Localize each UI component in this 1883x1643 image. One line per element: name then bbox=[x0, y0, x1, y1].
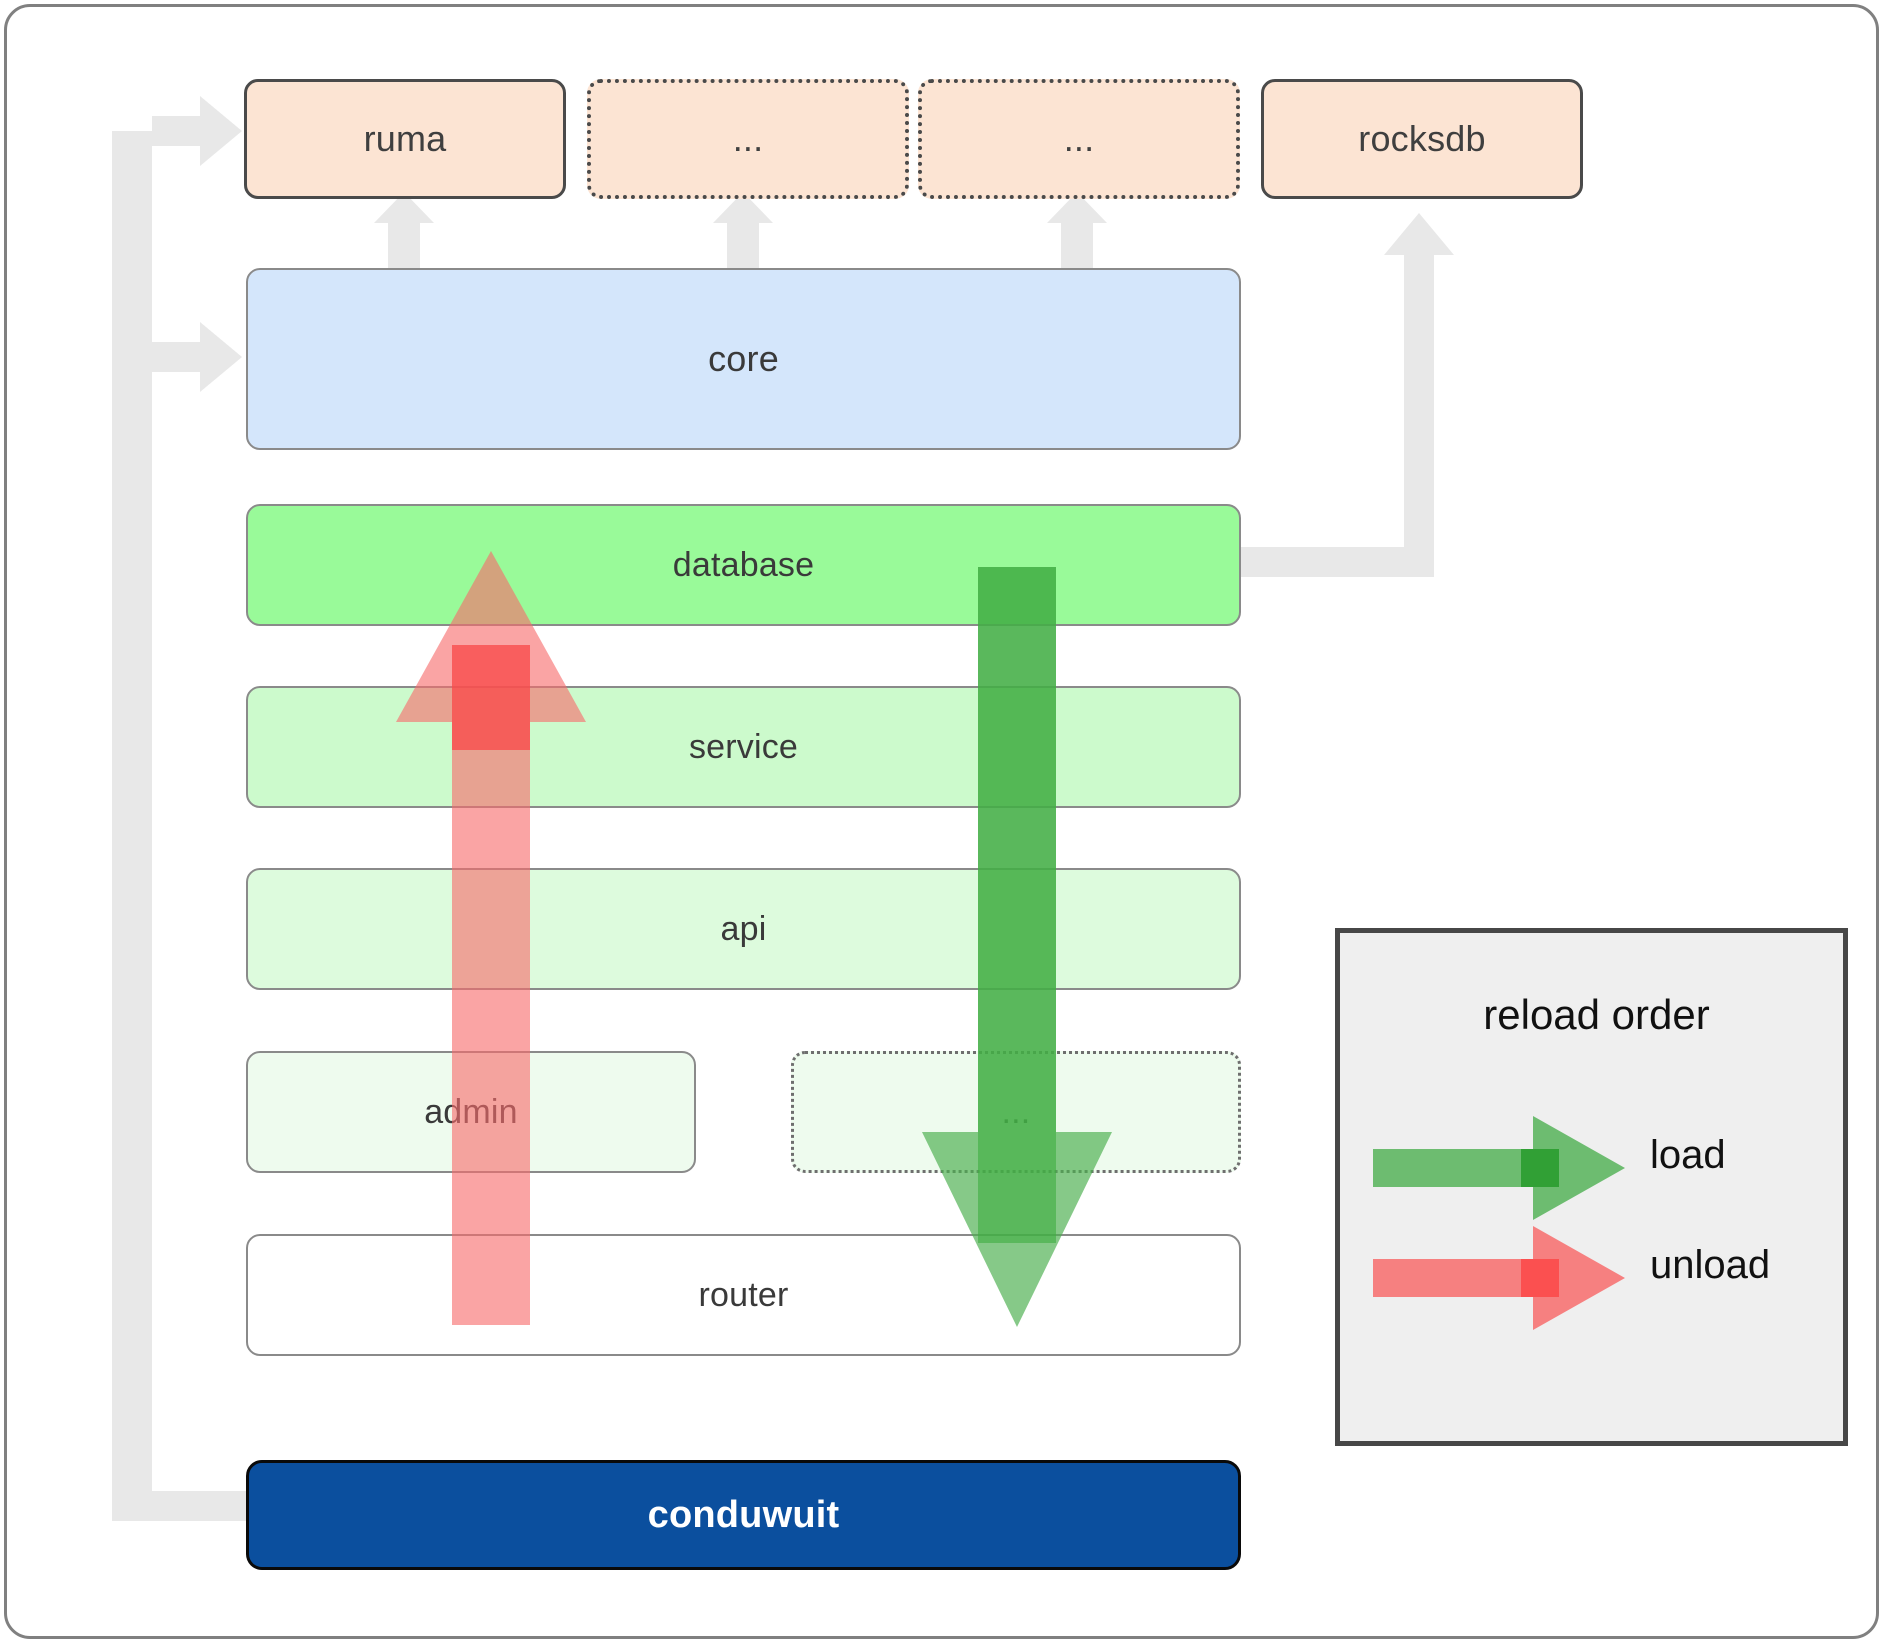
dependency-box-rocksdb[interactable]: rocksdb bbox=[1261, 79, 1583, 199]
layer-box-admin[interactable]: admin bbox=[246, 1051, 696, 1173]
dependency-label: ... bbox=[1063, 118, 1095, 159]
application-box-conduwuit[interactable]: conduwuit bbox=[246, 1460, 1241, 1570]
legend-row-unload: unload bbox=[1340, 1223, 1853, 1333]
layer-label: api bbox=[720, 909, 767, 948]
layer-label: service bbox=[688, 727, 799, 766]
layer-label: admin bbox=[424, 1092, 518, 1131]
application-label: conduwuit bbox=[647, 1493, 840, 1536]
layer-box-router[interactable]: router bbox=[246, 1234, 1241, 1356]
dependency-box-ellipsis-2[interactable]: ... bbox=[918, 79, 1240, 199]
layer-label: core bbox=[708, 338, 779, 379]
dependency-label: ruma bbox=[363, 118, 447, 159]
layer-box-database[interactable]: database bbox=[246, 504, 1241, 626]
unload-arrow-icon bbox=[1373, 1226, 1625, 1330]
layer-label: router bbox=[698, 1275, 789, 1314]
layer-box-api[interactable]: api bbox=[246, 868, 1241, 990]
dependency-box-ruma[interactable]: ruma bbox=[244, 79, 566, 199]
layer-box-core[interactable]: core bbox=[246, 268, 1241, 450]
layer-box-more[interactable]: ... bbox=[791, 1051, 1241, 1173]
dependency-box-ellipsis-1[interactable]: ... bbox=[587, 79, 909, 199]
legend-label-load: load bbox=[1650, 1133, 1726, 1177]
load-arrow-icon bbox=[1373, 1116, 1625, 1220]
layer-label: database bbox=[672, 545, 815, 584]
layer-label: ... bbox=[1001, 1092, 1031, 1131]
layer-box-service[interactable]: service bbox=[246, 686, 1241, 808]
legend-panel: reload order load unload bbox=[1335, 928, 1848, 1446]
dependency-label: ... bbox=[732, 118, 764, 159]
legend-label-unload: unload bbox=[1650, 1243, 1771, 1287]
legend-title: reload order bbox=[1483, 991, 1710, 1038]
dependency-label: rocksdb bbox=[1358, 118, 1486, 159]
legend-row-load: load bbox=[1340, 1113, 1853, 1223]
